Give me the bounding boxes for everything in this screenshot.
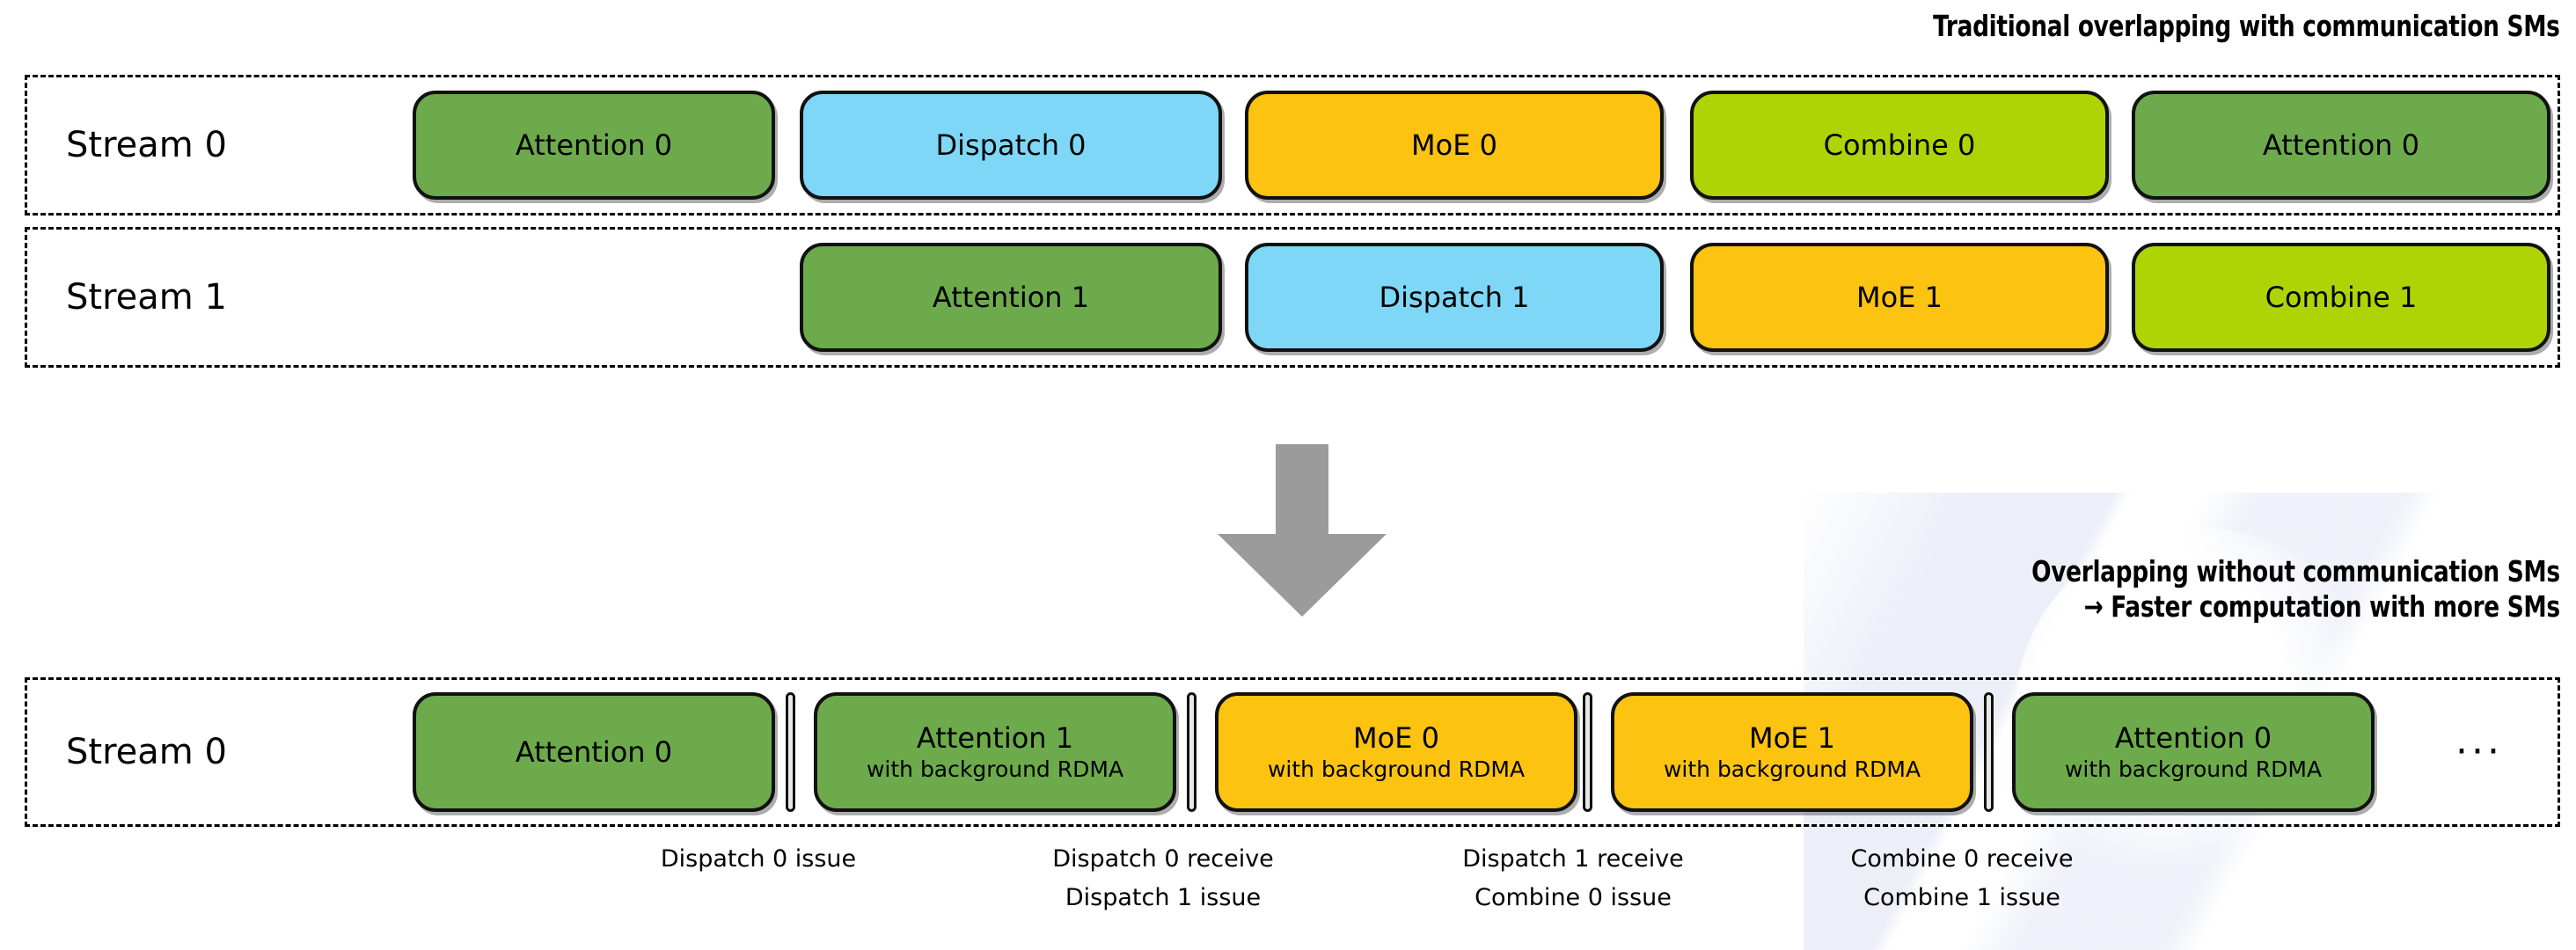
task-main-label: Attention 0 bbox=[515, 735, 673, 769]
task-box[interactable]: Attention 0 bbox=[413, 91, 775, 200]
task-main-label: MoE 1 bbox=[1856, 281, 1943, 314]
stream-lane-0: Stream 0 Attention 0 Dispatch 0 MoE 0 Combi… bbox=[25, 75, 2560, 216]
task-box[interactable]: MoE 1 bbox=[1690, 243, 2109, 352]
task-box[interactable]: MoE 0 bbox=[1245, 91, 1664, 200]
top-section-title: Traditional overlapping with communicati… bbox=[1933, 9, 2561, 43]
task-box[interactable]: Combine 0 bbox=[1690, 91, 2109, 200]
task-box[interactable]: Dispatch 0 bbox=[800, 91, 1222, 200]
task-separator-bar bbox=[786, 692, 795, 812]
bottom-section-title: Overlapping without communication SMs → … bbox=[2031, 554, 2560, 624]
task-sub-label: with background RDMA bbox=[1267, 756, 1526, 782]
timeline-caption: Dispatch 1 receive Combine 0 issue bbox=[1462, 845, 1684, 911]
task-main-label: Combine 0 bbox=[1823, 128, 1976, 162]
task-separator-bar bbox=[1187, 692, 1197, 812]
task-sub-label: with background RDMA bbox=[1663, 756, 1921, 782]
task-separator-bar bbox=[1583, 692, 1592, 812]
task-main-label: MoE 0 bbox=[1411, 128, 1497, 162]
task-main-label: MoE 1 bbox=[1749, 720, 1835, 755]
task-main-label: Combine 1 bbox=[2265, 281, 2418, 314]
task-main-label: Dispatch 1 bbox=[1379, 281, 1530, 314]
task-box[interactable]: Combine 1 bbox=[2132, 243, 2550, 352]
down-arrow-icon bbox=[1218, 444, 1387, 617]
continuation-ellipsis: ··· bbox=[2455, 729, 2503, 774]
task-main-label: Dispatch 0 bbox=[935, 128, 1087, 162]
timeline-caption: Dispatch 0 receive Dispatch 1 issue bbox=[1052, 845, 1274, 911]
lane-label-stream-0-bottom: Stream 0 bbox=[66, 732, 227, 772]
task-sub-label: with background RDMA bbox=[2064, 756, 2323, 782]
task-box[interactable]: Attention 0 bbox=[2132, 91, 2550, 200]
task-main-label: MoE 0 bbox=[1353, 720, 1439, 755]
task-main-label: Attention 0 bbox=[2114, 720, 2272, 755]
stream-lane-1: Stream 1 Attention 1 Dispatch 1 MoE 1 Combi… bbox=[25, 227, 2560, 368]
task-main-label: Attention 1 bbox=[932, 281, 1090, 314]
task-box[interactable]: Dispatch 1 bbox=[1245, 243, 1664, 352]
lane-label-stream-0: Stream 0 bbox=[66, 125, 227, 165]
task-main-label: Attention 0 bbox=[515, 128, 673, 162]
timeline-caption: Combine 0 receive Combine 1 issue bbox=[1850, 845, 2074, 911]
task-main-label: Attention 1 bbox=[916, 720, 1074, 755]
task-box[interactable]: Attention 1 bbox=[800, 243, 1222, 352]
lane-label-stream-1: Stream 1 bbox=[66, 277, 227, 318]
task-sub-label: with background RDMA bbox=[866, 756, 1124, 782]
task-main-label: Attention 0 bbox=[2262, 128, 2420, 162]
task-separator-bar bbox=[1984, 692, 1994, 812]
timeline-caption: Dispatch 0 issue bbox=[660, 845, 857, 873]
task-box[interactable]: Attention 0 bbox=[413, 692, 775, 812]
